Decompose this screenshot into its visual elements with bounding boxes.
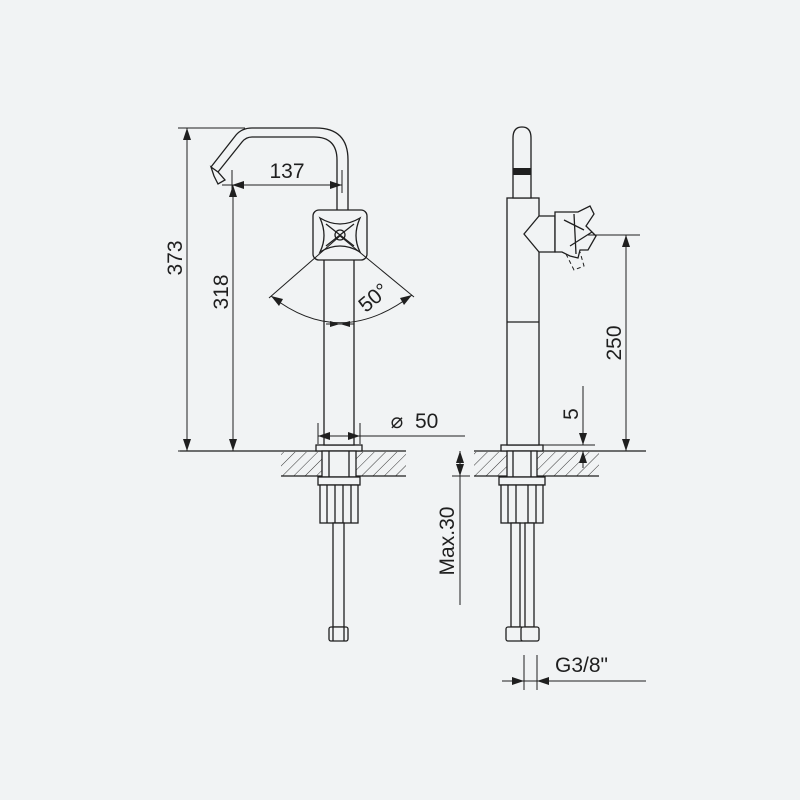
diameter-symbol: ⌀ xyxy=(391,410,404,433)
side-fixing-nut xyxy=(498,476,546,486)
label-connection-thread: G3/8" xyxy=(555,654,608,677)
front-view: 373 318 137 50° xyxy=(164,127,465,642)
dim-max-deck-thickness: Max.30 xyxy=(436,451,470,605)
label-handle-angle: 50° xyxy=(354,279,393,317)
dim-base-height: 5 xyxy=(543,386,595,468)
front-body xyxy=(323,257,355,446)
dim-base-diameter: ⌀ 50 xyxy=(317,410,465,444)
side-hose-connector-right xyxy=(520,626,540,642)
side-mounting-shank xyxy=(506,450,538,478)
front-hose-connector xyxy=(328,626,349,642)
front-aerator xyxy=(209,165,227,185)
front-fixing-nut xyxy=(317,476,361,486)
label-spout-reach: 137 xyxy=(269,160,304,183)
side-supply-hose-right xyxy=(524,522,535,628)
side-supply-hose-left xyxy=(510,522,521,628)
dim-handle-height: 250 xyxy=(588,234,646,452)
label-handle-height: 250 xyxy=(603,325,626,360)
side-view: 250 5 Max.30 G3/8" xyxy=(436,126,646,690)
dim-spout-reach: 137 xyxy=(231,160,343,193)
label-total-height: 373 xyxy=(164,240,187,275)
dim-connection-thread: G3/8" xyxy=(502,654,646,690)
label-base-diameter: 50 xyxy=(415,410,438,433)
side-aerator xyxy=(513,168,531,175)
side-base-plate xyxy=(500,444,544,452)
label-base-height: 5 xyxy=(560,408,583,420)
label-max-deck-thickness: Max.30 xyxy=(436,507,459,576)
side-spout xyxy=(512,126,532,199)
front-spout xyxy=(217,136,338,212)
front-base-plate xyxy=(315,444,363,452)
side-handle-hub xyxy=(523,215,556,253)
label-spout-height: 318 xyxy=(210,274,233,309)
dim-spout-height: 318 xyxy=(210,184,240,451)
dim-total-height: 373 xyxy=(164,127,245,452)
front-mounting-shank xyxy=(321,450,357,478)
front-supply-hose xyxy=(332,522,345,628)
